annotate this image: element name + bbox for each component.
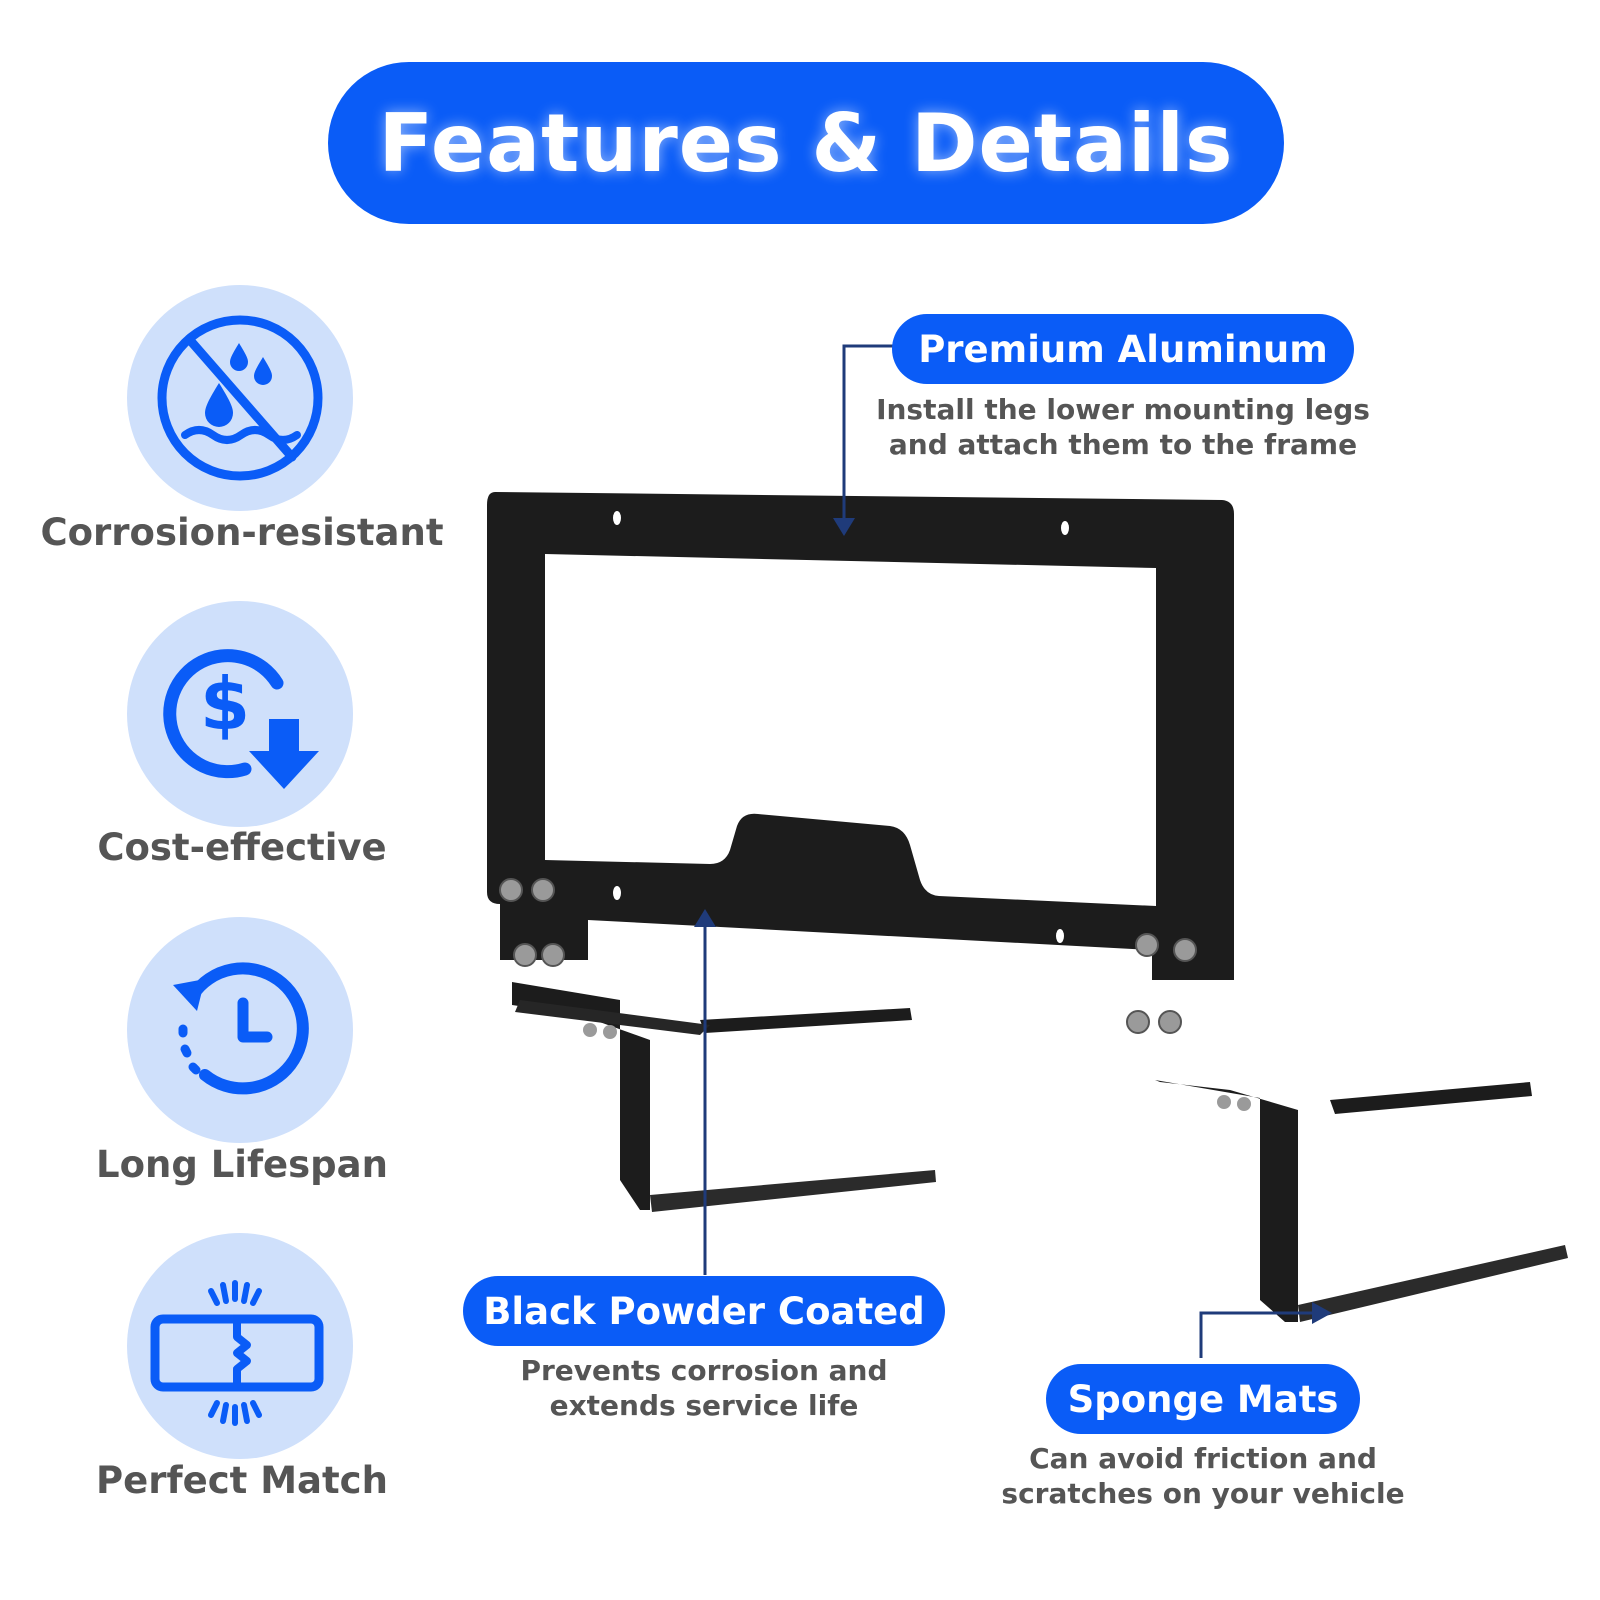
callout-premium-description: Install the lower mounting legs and atta… bbox=[860, 392, 1386, 462]
callout-title: Premium Aluminum bbox=[918, 327, 1328, 371]
dollar-down-icon: $ bbox=[163, 649, 319, 789]
description-line: and attach them to the frame bbox=[888, 428, 1358, 461]
feature-label: Corrosion-resistant bbox=[40, 511, 444, 554]
description-line: scratches on your vehicle bbox=[1001, 1477, 1405, 1510]
arrow-up-icon bbox=[694, 909, 716, 927]
feature-corrosion-resistant: Corrosion-resistant bbox=[0, 285, 484, 565]
icon-circle: $ bbox=[127, 601, 353, 827]
bracket-frame bbox=[487, 492, 1234, 980]
description-line: extends service life bbox=[549, 1389, 859, 1422]
description-line: Prevents corrosion and bbox=[520, 1354, 888, 1387]
right-mounting-leg bbox=[1155, 1080, 1568, 1322]
arrow-down-icon bbox=[833, 518, 855, 536]
clock-history-icon bbox=[173, 962, 309, 1095]
callout-title: Black Powder Coated bbox=[483, 1289, 925, 1333]
icon-circle bbox=[127, 917, 353, 1143]
description-line: Can avoid friction and bbox=[1029, 1442, 1377, 1475]
feature-label: Cost-effective bbox=[97, 826, 387, 869]
no-water-drops-icon bbox=[157, 315, 323, 481]
icon-circle bbox=[127, 1233, 353, 1459]
feature-label: Perfect Match bbox=[96, 1459, 388, 1502]
callout-premium-aluminum: Premium Aluminum bbox=[892, 314, 1354, 384]
perfect-fit-icon bbox=[150, 1280, 324, 1426]
page-title: Features & Details bbox=[378, 96, 1234, 190]
callout-sponge-mats: Sponge Mats bbox=[1046, 1364, 1360, 1434]
callout-sponge-description: Can avoid friction and scratches on your… bbox=[960, 1441, 1446, 1511]
frame-bolts bbox=[499, 878, 1197, 1034]
feature-perfect-match: Perfect Match bbox=[0, 1233, 484, 1513]
svg-text:$: $ bbox=[200, 662, 250, 746]
left-mounting-leg bbox=[512, 982, 936, 1212]
description-line: Install the lower mounting legs bbox=[876, 393, 1370, 426]
callout-title: Sponge Mats bbox=[1067, 1377, 1339, 1421]
feature-cost-effective: $ Cost-effective bbox=[0, 601, 484, 881]
arrow-right-icon bbox=[1312, 1302, 1332, 1324]
feature-long-lifespan: Long Lifespan bbox=[0, 917, 484, 1197]
callout-coated-description: Prevents corrosion and extends service l… bbox=[460, 1353, 948, 1423]
callout-black-powder-coated: Black Powder Coated bbox=[463, 1276, 945, 1346]
title-banner: Features & Details bbox=[328, 62, 1284, 224]
feature-label: Long Lifespan bbox=[96, 1143, 388, 1186]
icon-circle bbox=[127, 285, 353, 511]
frame-holes bbox=[613, 511, 1069, 943]
